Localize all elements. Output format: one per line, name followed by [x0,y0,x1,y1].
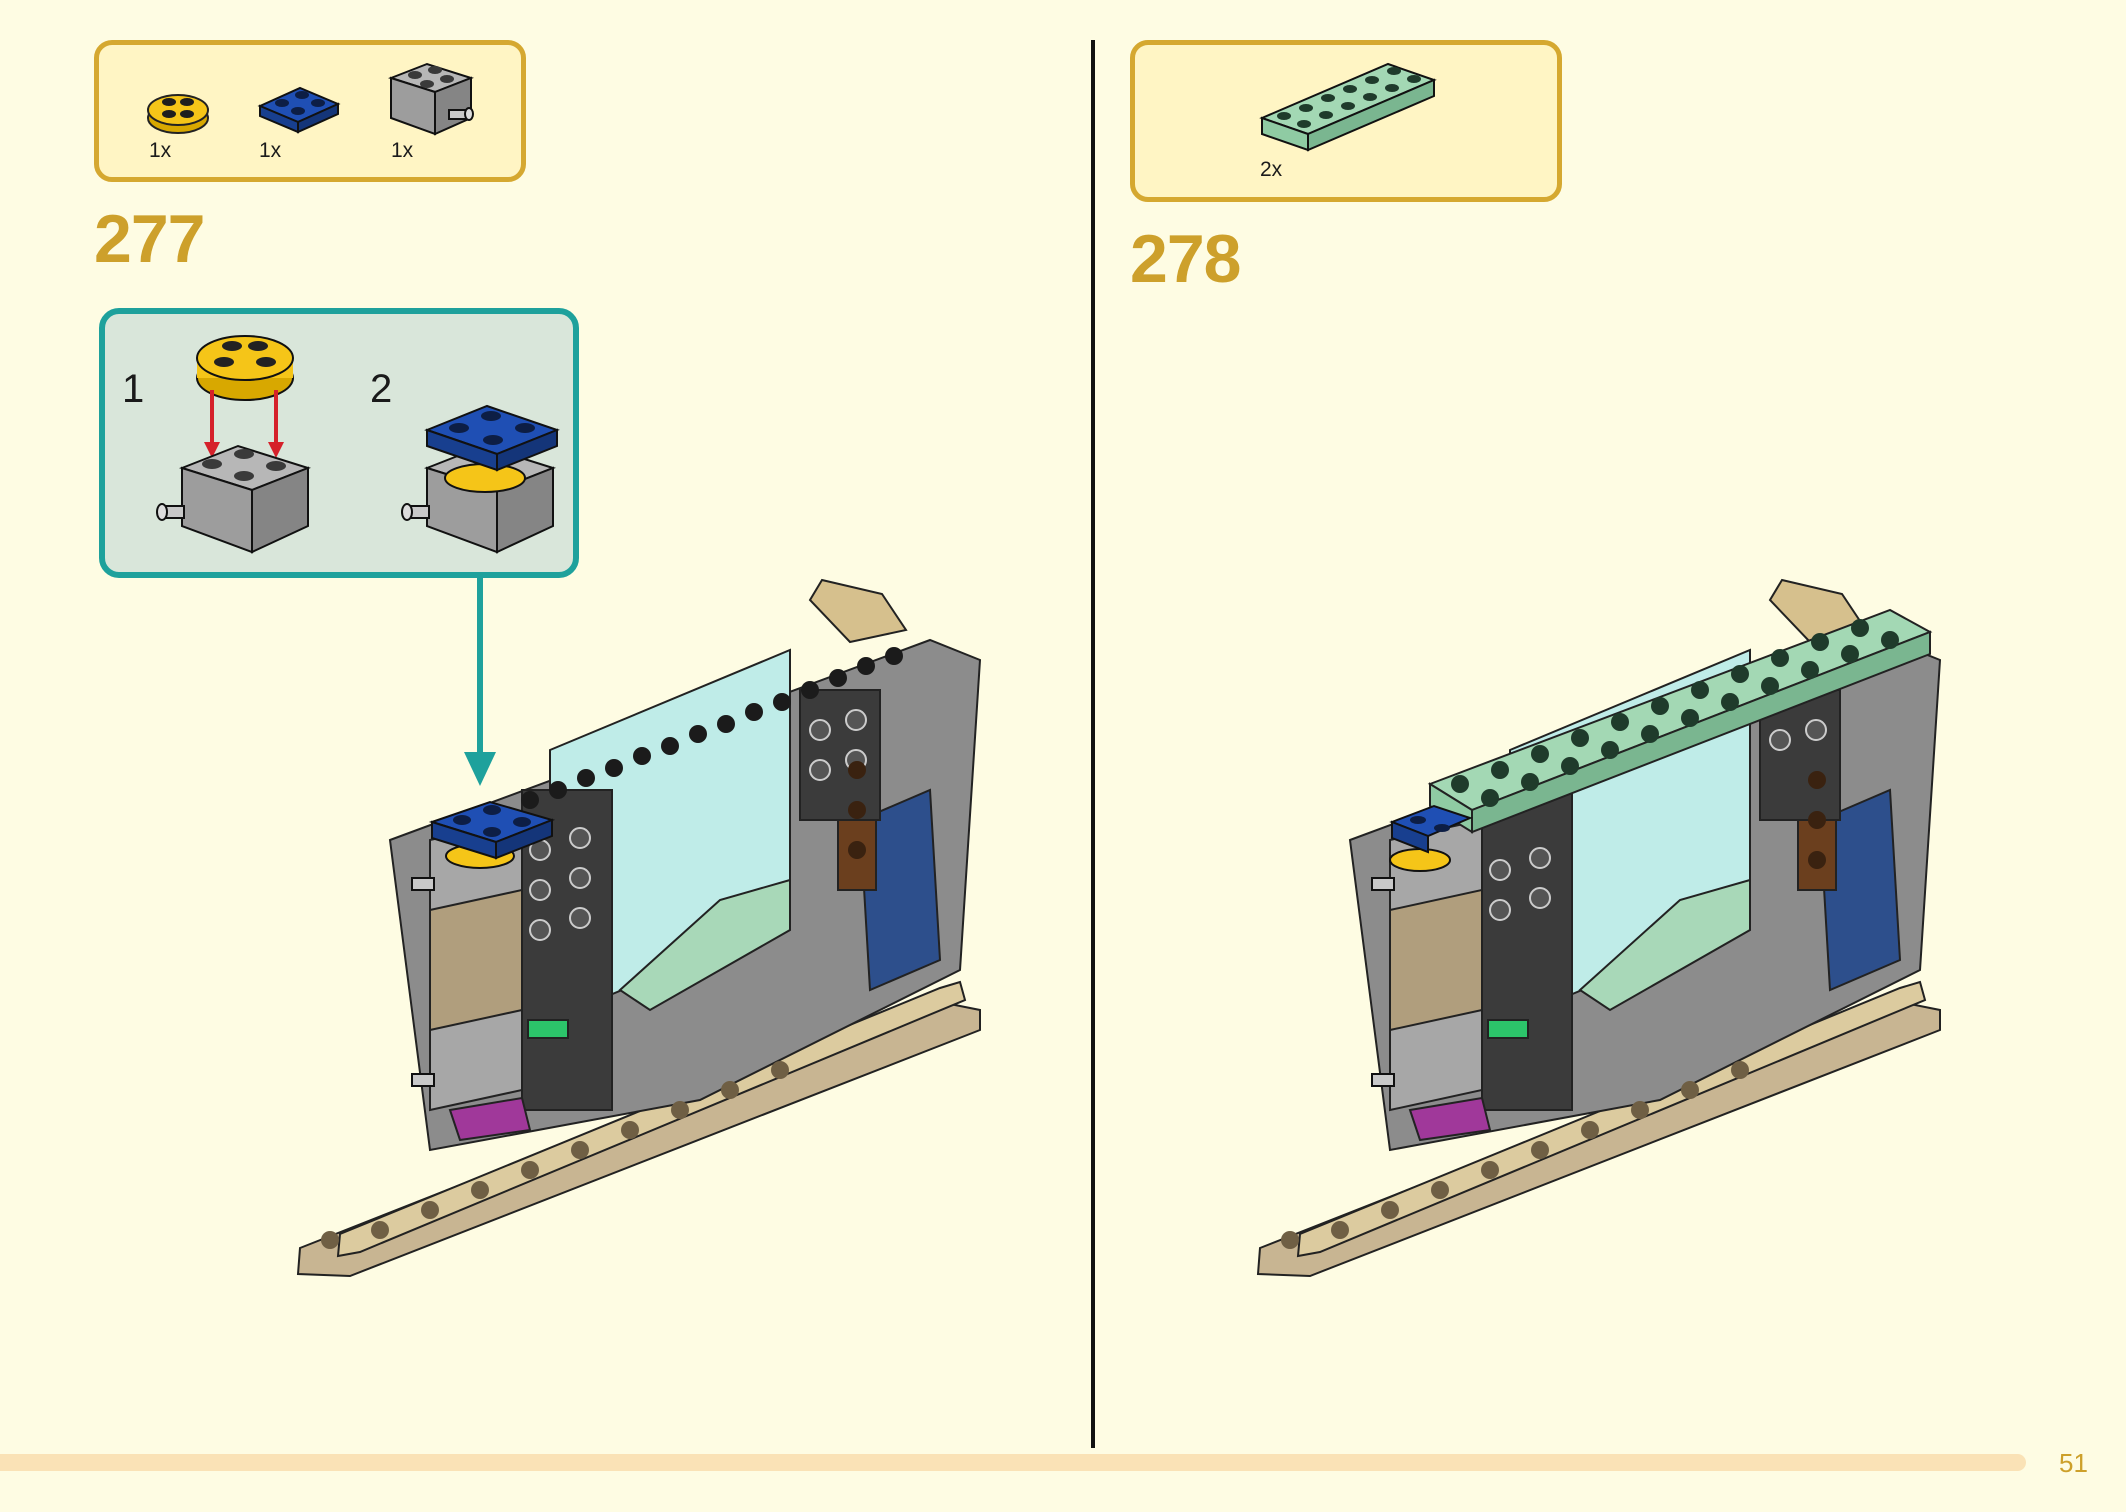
substep-2-illustration [401,404,560,554]
model-assembly-278 [1256,578,1942,1278]
part-qty: 1x [259,139,282,162]
yellow-round-plate-icon [147,94,209,134]
blue-plate-2x2-icon [257,86,341,134]
substep-number: 1 [122,367,145,411]
substep-number: 2 [370,367,393,411]
model-assembly-277 [296,578,982,1278]
page-number: 51 [2059,1448,2088,1478]
step-number: 278 [1130,221,1241,297]
page-divider [1091,40,1095,1448]
part-qty: 2x [1260,158,1283,181]
grey-brick-with-pin-icon [387,62,475,136]
callout-arrow [464,578,496,786]
step-number: 277 [94,201,205,277]
part-qty: 1x [149,139,172,162]
sand-green-plate-2x6-icon [1259,62,1437,152]
footer-progress-bar [0,1454,2026,1471]
part-qty: 1x [391,139,414,162]
substep-1-illustration [156,335,312,554]
